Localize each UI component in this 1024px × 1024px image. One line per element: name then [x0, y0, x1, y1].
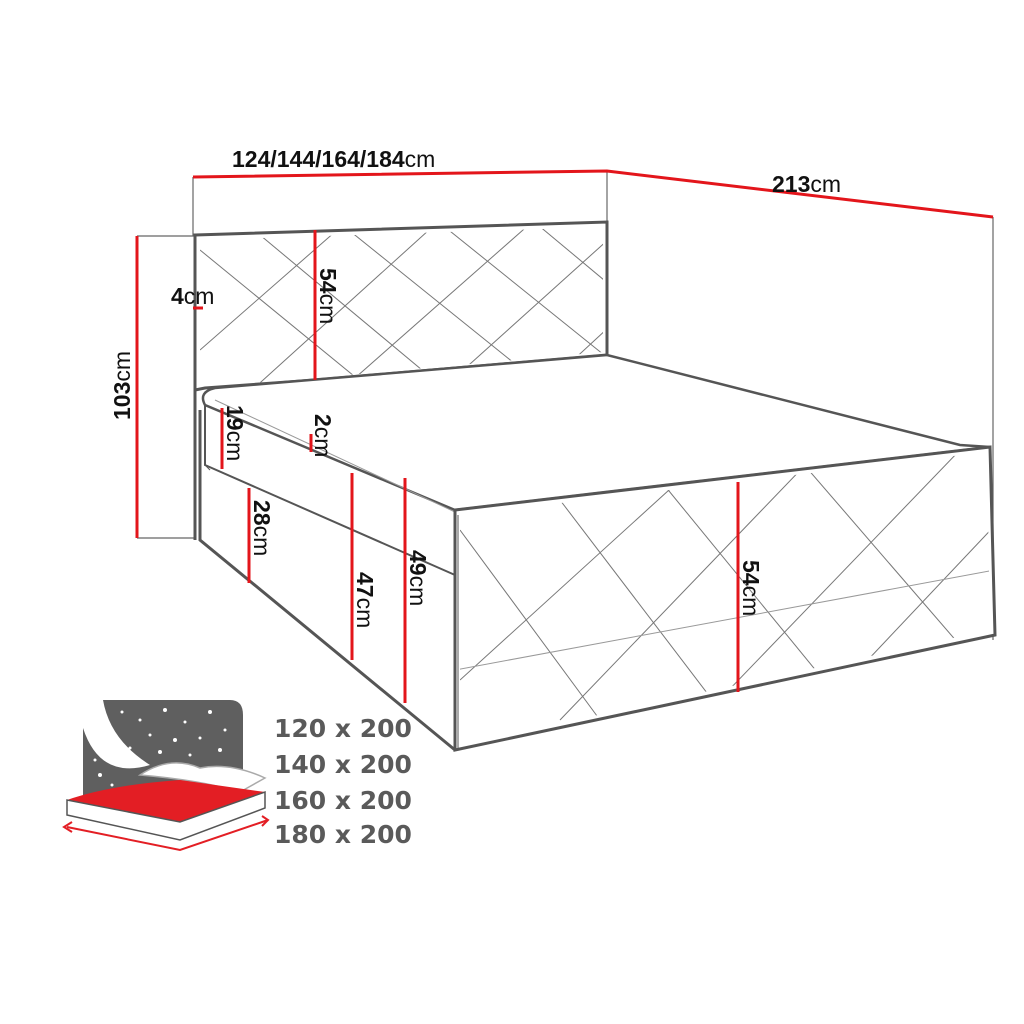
- dimension-lines: [135, 169, 994, 703]
- top-dimension-line: [192, 169, 994, 219]
- topper-gap-label: 2cm: [310, 414, 336, 457]
- mattress-height-label: 28cm: [249, 500, 275, 556]
- headboard-height-label: 54cm: [315, 268, 341, 324]
- base-height-label: 47cm: [352, 572, 378, 628]
- stars-icon: [93, 708, 227, 787]
- total-height-label: 103cm: [109, 351, 135, 420]
- mattress-topper: [201, 353, 991, 513]
- footboard-height-label: 54cm: [738, 560, 764, 616]
- pillow-icon: [137, 762, 267, 793]
- mattress-sizes-list: 120 x 200 140 x 200 160 x 200 180 x 200: [274, 714, 412, 849]
- size-option: 120 x 200: [274, 714, 412, 743]
- footboard: [453, 445, 997, 752]
- headboard: [193, 220, 609, 540]
- width-label: 124/144/164/184cm: [232, 146, 435, 172]
- headboard-thickness-label: 4cm: [171, 283, 214, 309]
- size-option: 180 x 200: [274, 820, 412, 849]
- length-label: 213cm: [772, 171, 841, 197]
- mattress-size-icon: [62, 700, 270, 852]
- bed-side: [198, 405, 456, 752]
- size-option: 160 x 200: [274, 786, 412, 815]
- size-option: 140 x 200: [274, 750, 412, 779]
- topper-height-label: 19cm: [222, 405, 248, 461]
- bed-height-label: 49cm: [405, 550, 431, 606]
